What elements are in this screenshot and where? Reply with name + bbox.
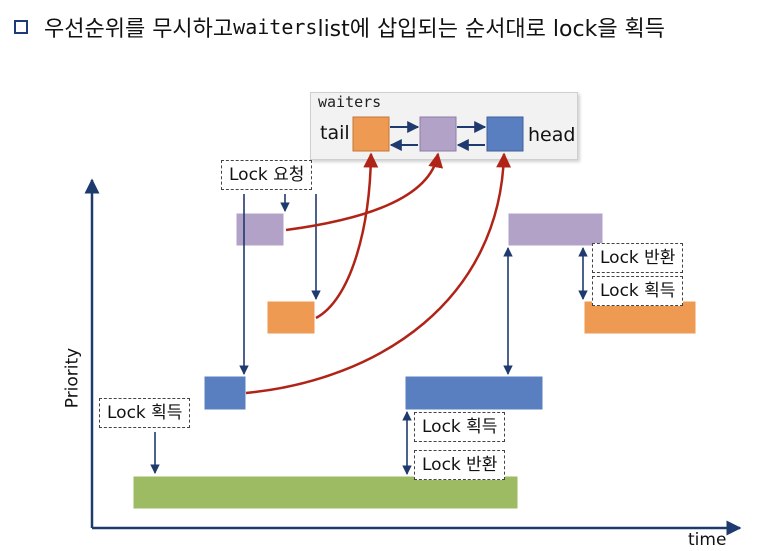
queue-box-purple	[419, 116, 457, 152]
insert-curve-orange	[315, 152, 379, 320]
bullet-icon	[14, 20, 28, 34]
x-axis-label: time	[688, 530, 727, 550]
y-axis-label: Priority	[62, 347, 83, 409]
queue-tail-label: tail	[320, 122, 350, 144]
thread-bar-blue-2	[404, 375, 544, 411]
queue-head-label: head	[528, 124, 576, 146]
queue-box-orange	[352, 116, 390, 152]
heading-part1: 우선순위를 무시하고	[44, 17, 234, 42]
page-heading: 우선순위를 무시하고 waiters list에 삽입되는 순서대로 lock을…	[10, 12, 665, 42]
thread-bar-orange-1	[266, 300, 316, 335]
queue-box-blue	[486, 116, 524, 152]
waiters-queue-title: waiters	[318, 93, 382, 111]
thread-bar-green	[132, 475, 519, 510]
note-lock-release-mid: Lock 반환	[414, 450, 506, 480]
note-lock-release-right: Lock 반환	[592, 243, 684, 273]
insert-curve-blue	[245, 152, 512, 395]
note-lock-acquire-mid: Lock 획득	[414, 412, 506, 442]
note-lock-request: Lock 요청	[221, 160, 313, 190]
thread-bar-blue-1	[203, 375, 247, 411]
heading-code: waiters	[233, 15, 318, 39]
note-lock-acquire-left: Lock 획득	[99, 398, 191, 428]
thread-bar-purple-2	[507, 212, 604, 247]
insert-curve-purple	[285, 152, 444, 232]
thread-bar-orange-2	[583, 300, 697, 335]
note-lock-acquire-right: Lock 획득	[592, 276, 684, 306]
heading-part2: list에 삽입되는 순서대로 lock을 획득	[317, 17, 666, 42]
